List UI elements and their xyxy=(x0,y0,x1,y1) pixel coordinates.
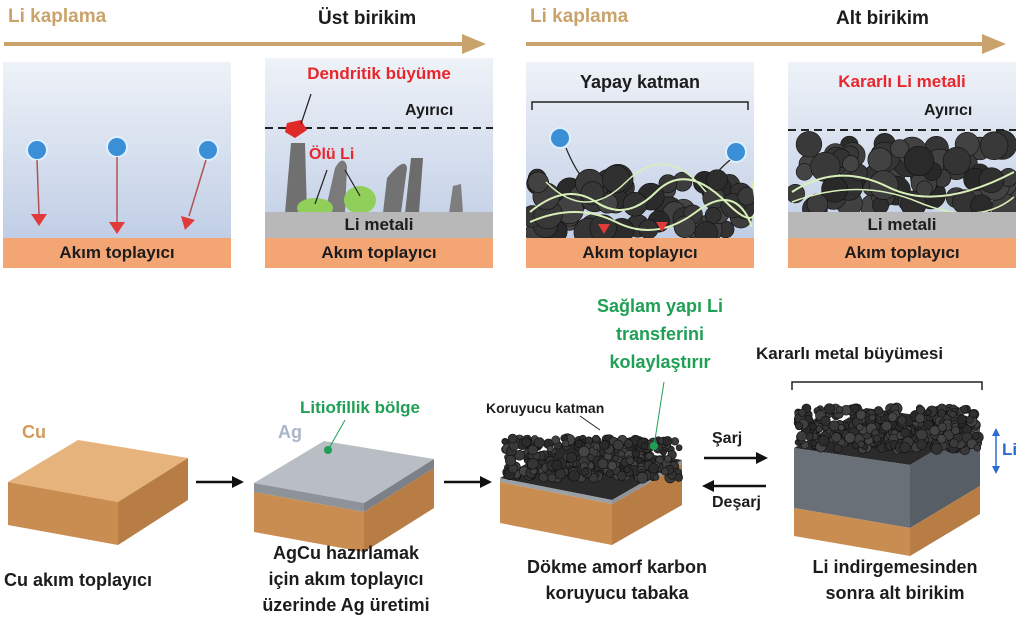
li-ion-icon xyxy=(26,139,48,226)
artificial-layer-graphic xyxy=(526,101,754,248)
separator-label: Ayırıcı xyxy=(405,102,454,119)
stable-li-title: Kararlı Li metali xyxy=(838,72,966,91)
dendrite-tip-icon xyxy=(285,120,307,138)
arrow-right-icon xyxy=(444,476,492,488)
ag-tag: Ag xyxy=(278,422,302,442)
li-deposited-block xyxy=(793,402,984,556)
artificial-layer-title: Yapay katman xyxy=(579,72,701,92)
caption-cu-collector: Cu akım toplayıcı xyxy=(4,570,153,590)
carbon-coated-block xyxy=(500,433,683,545)
dead-li-label: Ölü Li xyxy=(309,146,355,163)
panel-artificial-layer: Yapay katman Akım toplayıcı xyxy=(526,62,754,268)
li-ion-icon xyxy=(106,136,128,234)
cu-block xyxy=(8,440,188,545)
arrow-right-icon xyxy=(196,476,244,488)
caption-carbon-layer: Dökme amorf karbon koruyucu tabaka xyxy=(526,557,708,603)
panel1-graphic xyxy=(26,136,219,234)
li-thickness-label: Li xyxy=(1002,440,1018,459)
panel-stable-li-metal: Kararlı Li metali Ayırıcı Li metali Akım… xyxy=(788,62,1016,268)
current-collector: Akım toplayıcı xyxy=(788,238,1016,268)
li-metal-layer: Li metali xyxy=(788,212,1016,238)
top-deposition-label: Üst birikim xyxy=(318,8,417,29)
current-collector: Akım toplayıcı xyxy=(526,238,754,268)
li-metal-layer: Li metali xyxy=(265,212,493,238)
li-plating-label-right: Li kaplama xyxy=(530,6,629,27)
li-thickness-icon xyxy=(992,428,1000,474)
lithiophilic-zone-label: Litiofillik bölge xyxy=(300,398,420,417)
panel-li-ions: Akım toplayıcı xyxy=(3,62,231,268)
bottom-deposition-label: Alt birikim xyxy=(836,8,929,29)
discharge-label: Deşarj xyxy=(712,494,761,511)
li-ion-icon xyxy=(549,127,587,183)
panel-dendrite-growth: Dendritik büyüme Ayırıcı Ölü Li Li metal… xyxy=(265,58,493,268)
li-plating-label-left: Li kaplama xyxy=(8,6,107,27)
caption-bottom-deposition: Li indirgemesinden sonra alt birikim xyxy=(812,557,978,603)
cu-tag: Cu xyxy=(22,422,46,442)
dendrite-title: Dendritik büyüme xyxy=(307,64,451,83)
li-ion-icon xyxy=(181,139,219,230)
charge-label: Şarj xyxy=(712,430,743,447)
stable-growth-label: Kararlı metal büyümesi xyxy=(756,344,944,363)
robust-structure-note: Sağlam yapı Li transferini kolaylaştırır xyxy=(596,296,724,372)
discharge-arrow-icon xyxy=(702,480,766,492)
stable-metal-graphic xyxy=(788,129,1016,222)
caption-ag-deposition: AgCu hazırlamak için akım toplayıcı üzer… xyxy=(262,543,430,615)
separator-label: Ayırıcı xyxy=(924,102,973,119)
current-collector: Akım toplayıcı xyxy=(265,238,493,268)
charge-arrow-icon xyxy=(704,452,768,464)
current-collector: Akım toplayıcı xyxy=(3,238,231,268)
protective-layer-label: Koruyucu katman xyxy=(486,400,605,416)
